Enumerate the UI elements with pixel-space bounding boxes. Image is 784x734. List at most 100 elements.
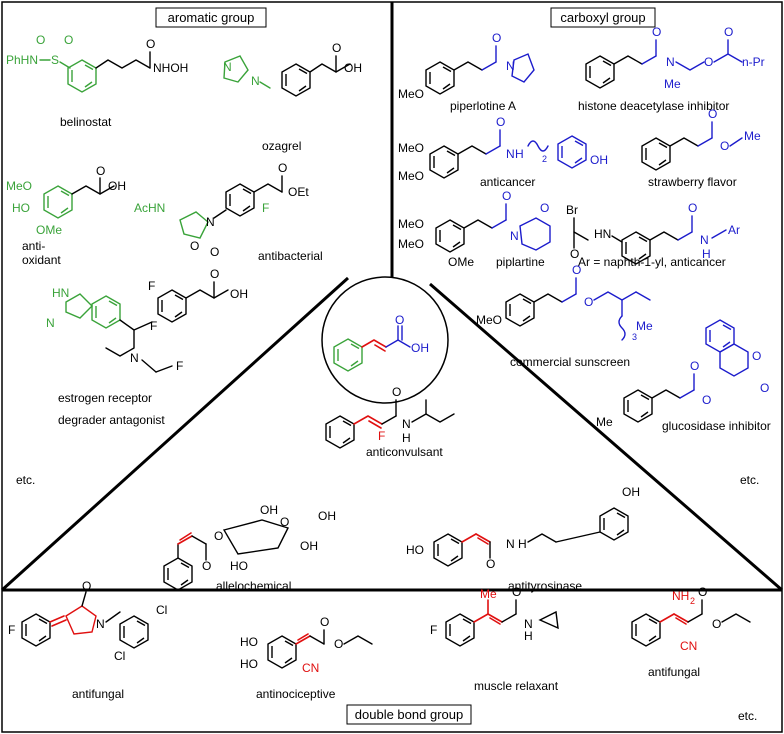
piperlotine-meo: MeO (398, 87, 424, 101)
sunscreen-o1: O (572, 263, 581, 277)
anticonvulsant-structure: O F N H (325, 385, 455, 449)
ar-o2: O (688, 201, 697, 215)
glucosidase-o4: O (760, 381, 769, 395)
allelochemical-structure: O O O HO OH OH OH (163, 503, 336, 591)
sunscreen-me: Me (636, 319, 653, 333)
anticancer-meo1: MeO (398, 141, 424, 155)
antibacterial-o2: O (210, 245, 219, 259)
anticancer-oh: OH (590, 153, 608, 167)
antibacterial-o: O (190, 239, 199, 253)
piplartine-structure: MeO MeO OMe O N O (398, 189, 551, 269)
ar-ar: Ar (728, 223, 740, 237)
glucosidase-me: Me (596, 415, 613, 429)
glucosidase-o1: O (690, 359, 699, 373)
divider-left (0, 276, 350, 592)
antifungal1-cl2: Cl (114, 649, 125, 663)
belinostat-o3: O (146, 37, 155, 51)
antifungal1-label: antifungal (72, 687, 124, 701)
antityrosinase-ho: HO (406, 543, 424, 557)
anticancer-h: H (515, 147, 524, 161)
ozagrel-label: ozagrel (262, 139, 301, 153)
piplartine-meo1: MeO (398, 217, 424, 231)
aromatic-header: aromatic group (168, 10, 255, 25)
muscle-n: N (524, 617, 533, 631)
antifungal2-o1: O (698, 585, 707, 599)
hdac-n: N (666, 55, 675, 69)
anticonvulsant-f: F (378, 429, 385, 443)
cinnamic-acid-structure: O OH (333, 313, 429, 372)
anticancer-structure: MeO MeO O HN N H 2 OH (398, 115, 608, 183)
strawberry-me: Me (744, 129, 761, 143)
piperlotine-label: piperlotine A (450, 99, 516, 113)
ozagrel-oh: OH (344, 61, 362, 75)
hdac-npr: n-Pr (742, 55, 765, 69)
ozagrel-structure: N N O OH (223, 41, 362, 97)
anticancer-meo2: MeO (398, 169, 424, 183)
antifungal-1-structure: F O N Cl Cl (8, 579, 167, 663)
antinociceptive-cn: CN (302, 661, 319, 675)
muscle-o: O (512, 585, 521, 599)
anticonvulsant-h: H (402, 431, 411, 445)
center-circle (321, 276, 449, 404)
ar-o: O (570, 247, 579, 261)
allelochemical-label: allelochemical (216, 579, 291, 593)
piperlotine-structure: MeO O N (398, 31, 535, 101)
antifungal2-o2: O (712, 617, 721, 631)
muscle-f: F (430, 623, 437, 637)
ar-n: N (700, 233, 709, 247)
muscle-me: Me (480, 587, 497, 601)
hdac-structure: O N Me O O n-Pr (585, 25, 765, 91)
antinociceptive-o2: O (334, 637, 343, 651)
allelochemical-o1: O (202, 559, 211, 573)
serd-f1: F (148, 279, 155, 293)
sunscreen-o2: O (584, 295, 593, 309)
ozagrel-n1: N (223, 60, 232, 74)
etc-bottom: etc. (738, 709, 757, 723)
serd-me-dot: H (98, 355, 107, 369)
antifungal1-cl1: Cl (156, 603, 167, 617)
allelochemical-oh2: OH (300, 539, 318, 553)
antibacterial-o3: O (278, 161, 287, 175)
antinociceptive-ho2: HO (240, 657, 258, 671)
allelochemical-oh3: OH (318, 509, 336, 523)
hdac-me: Me (664, 77, 681, 91)
ar-label: Ar = naphth-1-yl, anticancer (578, 255, 726, 269)
serd-structure: HN N N F H F F O OH (46, 267, 248, 373)
muscle-h: H (524, 629, 533, 643)
antityrosinase-h: H (518, 537, 527, 551)
divider-right (429, 282, 783, 592)
allelochemical-ho1: HO (230, 559, 248, 573)
serd-o: O (210, 267, 219, 281)
anticancer-n: N (506, 147, 515, 161)
allelochemical-o2: O (214, 529, 223, 543)
serd-oh: OH (230, 287, 248, 301)
serd-f3: F (176, 359, 183, 373)
antibacterial-n: N (206, 215, 215, 229)
center-o: O (395, 313, 404, 327)
antioxidant-structure: MeO HO OMe O OH (6, 164, 126, 237)
antinociceptive-o1: O (320, 615, 329, 629)
antifungal2-nh2: NH (672, 589, 689, 603)
antioxidant-oh: OH (108, 179, 126, 193)
ozagrel-o: O (332, 41, 341, 55)
belinostat-label: belinostat (60, 115, 112, 129)
antifungal2-cn: CN (680, 639, 697, 653)
strawberry-label: strawberry flavor (648, 175, 737, 189)
antibacterial-oet: OEt (288, 185, 309, 199)
antityrosinase-structure: HO O N H OH (406, 485, 640, 571)
belinostat-o1: O (36, 33, 45, 47)
antioxidant-ome: OMe (36, 223, 62, 237)
antifungal-2-structure: NH 2 O O CN (631, 585, 751, 653)
antioxidant-o: O (96, 164, 105, 178)
ar-br: Br (566, 203, 578, 217)
piplartine-o1: O (502, 189, 511, 203)
glucosidase-o2: O (702, 393, 711, 407)
antinociceptive-label: antinociceptive (256, 687, 336, 701)
strawberry-structure: O O Me (641, 107, 761, 171)
glucosidase-structure: Me O O O O (596, 319, 769, 429)
antifungal1-n: N (96, 617, 105, 631)
center-oh: OH (411, 341, 429, 355)
belinostat-o2: O (64, 33, 73, 47)
ar-amide-structure: Br O HN O N H Ar (566, 201, 740, 265)
